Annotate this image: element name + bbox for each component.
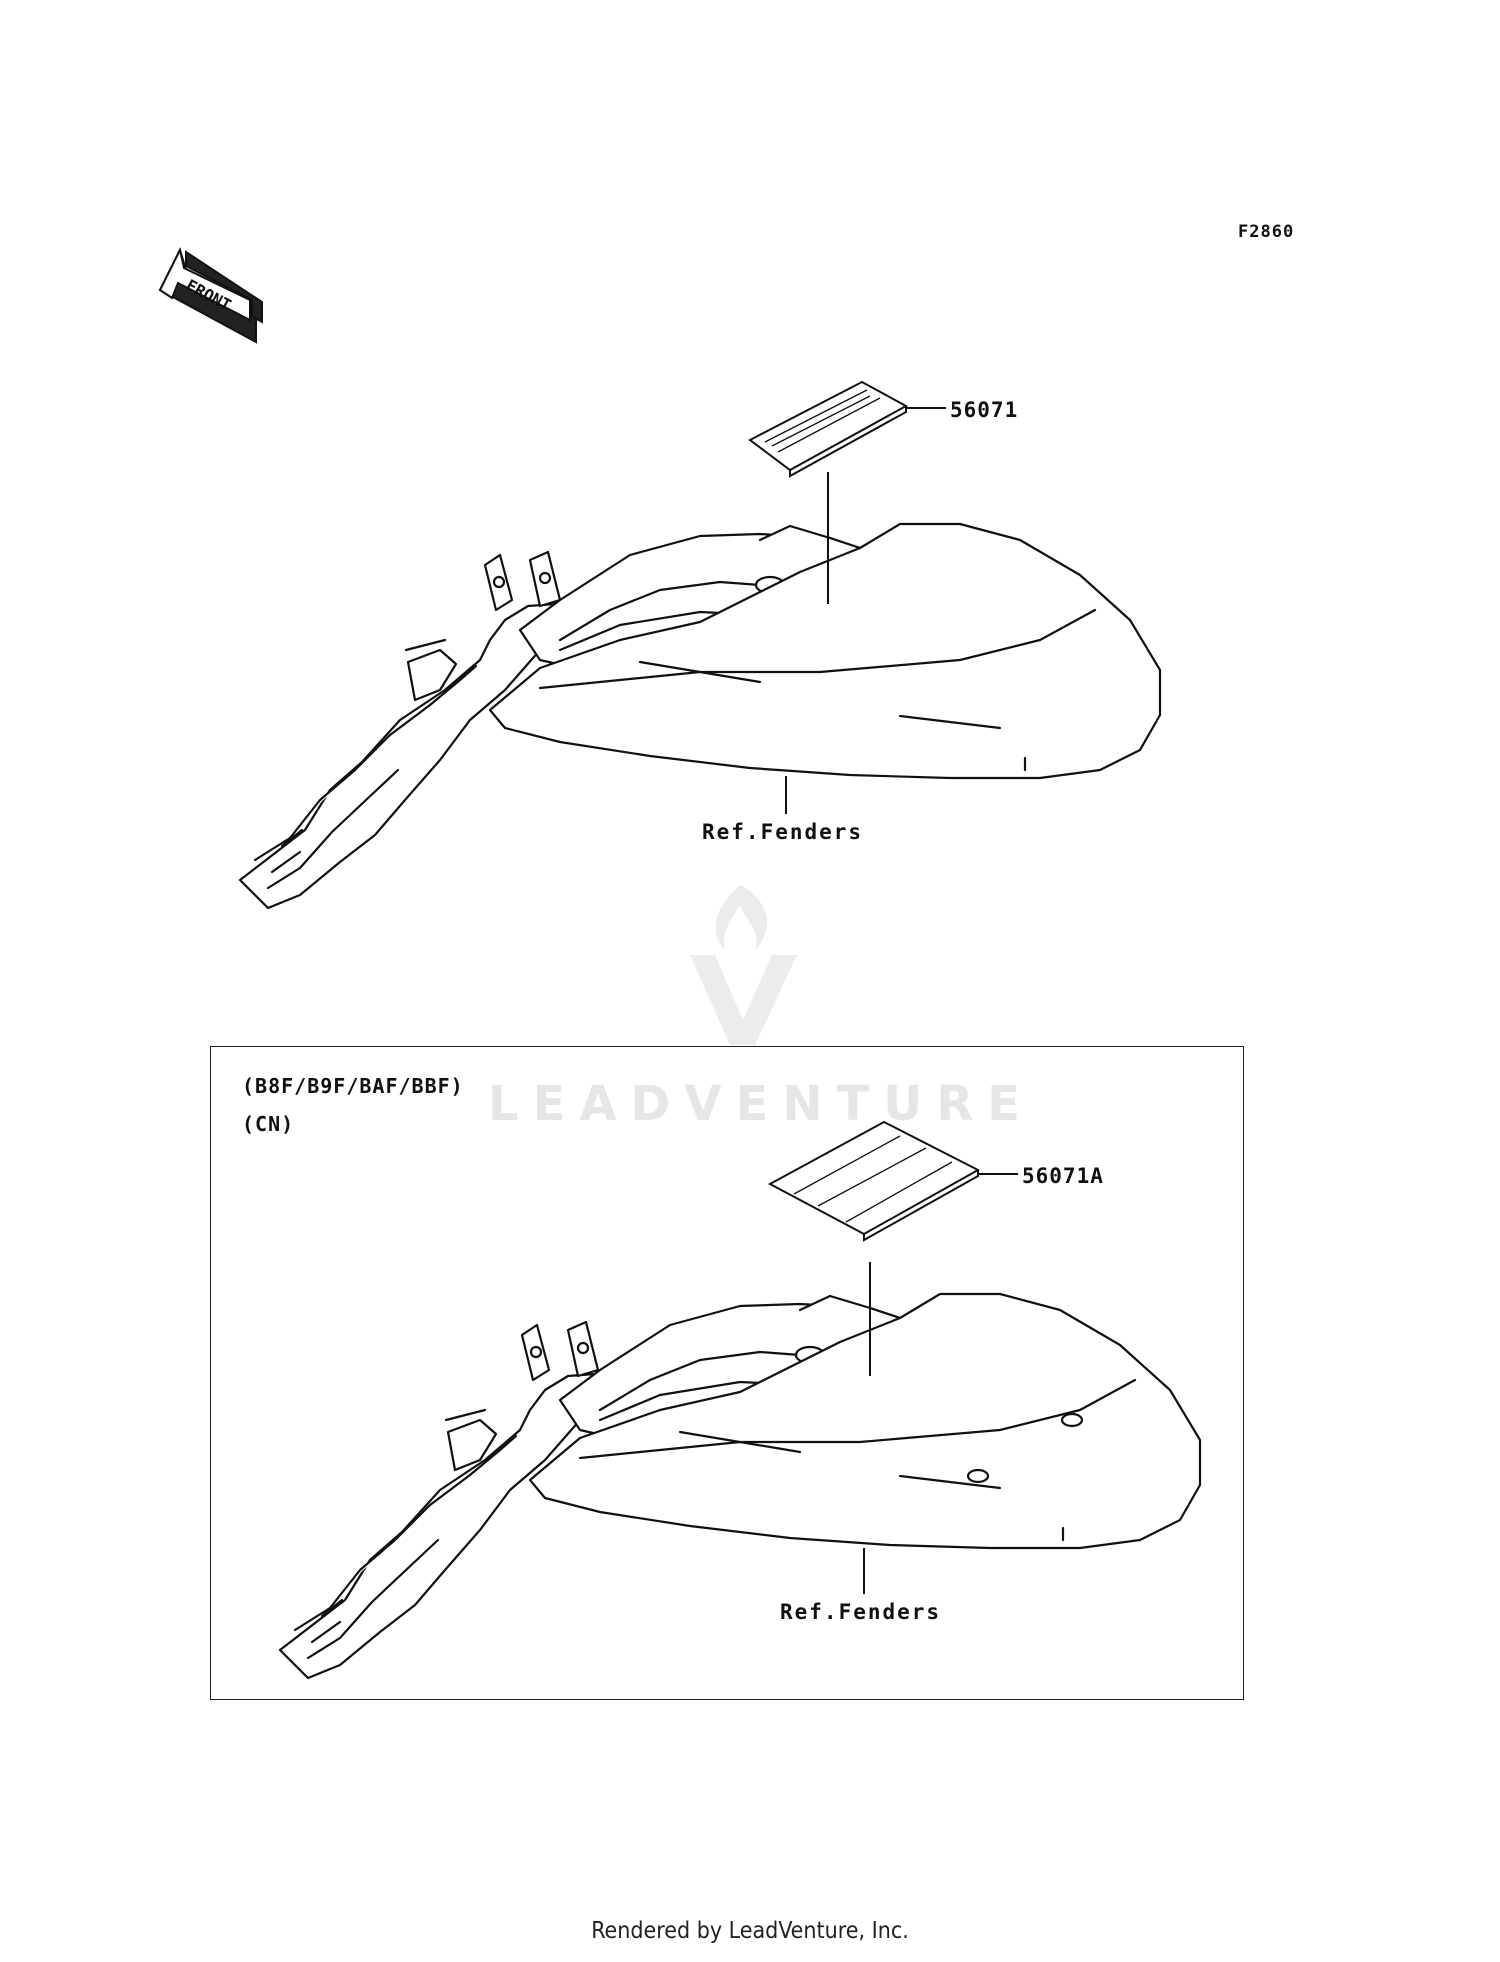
watermark-logo-icon (690, 885, 797, 1045)
variant-models: (B8F/B9F/BAF/BBF) (242, 1074, 464, 1098)
footer-credit: Rendered by LeadVenture, Inc. (591, 1918, 909, 1944)
front-arrow-icon (158, 247, 263, 344)
upper-decal-label-icon (748, 380, 909, 478)
watermark-text: LEADVENTURE (488, 1076, 1034, 1132)
lower-fender-drawing (278, 1292, 1202, 1680)
diagram-id: F2860 (1238, 222, 1295, 242)
reference-label-upper: Ref.Fenders (702, 820, 864, 844)
variant-region: (CN) (242, 1112, 295, 1136)
variant-frame (210, 1046, 1244, 1700)
upper-fender-drawing (238, 522, 1162, 910)
reference-label-lower: Ref.Fenders (780, 1600, 942, 1624)
part-number-upper[interactable]: 56071 (950, 398, 1019, 422)
part-number-lower[interactable]: 56071A (1022, 1164, 1104, 1188)
